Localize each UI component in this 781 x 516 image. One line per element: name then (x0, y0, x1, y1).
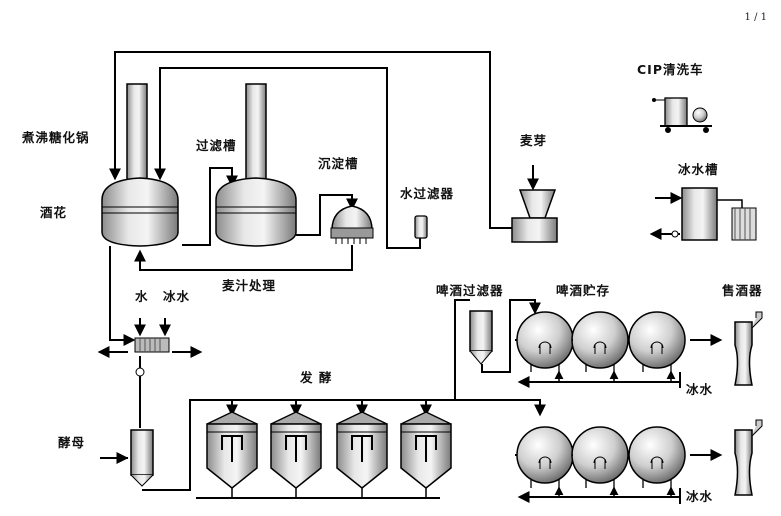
fermentation-label: 发 酵 (300, 370, 333, 385)
fermentation-tank (400, 411, 452, 498)
yeast-label: 酵母 (58, 435, 86, 450)
storage-sphere (571, 311, 629, 382)
storage-sphere (516, 426, 574, 498)
water-filter-label: 水过滤器 (400, 186, 455, 201)
malt-label: 麦芽 (520, 133, 548, 148)
fermentation-tank (206, 411, 258, 498)
wort-treatment-label: 麦汁处理 (222, 278, 277, 293)
plate-cooler (134, 337, 170, 377)
beer-filter-unit (469, 310, 493, 365)
ice-water-row1-label: 冰水 (686, 382, 714, 397)
storage-pipes (481, 299, 723, 504)
storage-sphere (516, 311, 574, 382)
boil-kettle-label: 煮沸糖化锅 (22, 130, 90, 145)
beer-dispenser-2 (734, 419, 763, 496)
yeast-tank (130, 429, 154, 487)
beer-sale-label: 售酒器 (722, 283, 763, 298)
fermentation-tanks (206, 411, 452, 498)
ice-water-top-label: 冰水 (163, 289, 191, 304)
lauter-tun-label: 过滤槽 (196, 138, 237, 153)
sediment-tank-vessel (330, 205, 374, 244)
lauter-tun-vessel (215, 83, 297, 247)
top-pipes (109, 51, 539, 271)
boil-kettle-vessel (101, 83, 179, 247)
fermentation-tank (270, 411, 322, 498)
malt-hopper (511, 189, 558, 243)
storage-sphere (628, 311, 686, 382)
cip-cart-label: CIP清洗车 (637, 62, 704, 77)
fermentation-pipes (142, 299, 546, 499)
beer-filter-label: 啤酒过滤器 (436, 283, 504, 298)
storage-sphere (628, 426, 686, 498)
fermentation-tank (336, 411, 388, 498)
page-indicator: 1 / 1 (744, 12, 767, 23)
water-filter-unit (414, 215, 428, 239)
sediment-tank-label: 沉淀槽 (318, 156, 359, 171)
storage-sphere (571, 426, 629, 498)
water-label: 水 (135, 289, 149, 304)
cip-cart-unit (652, 97, 712, 133)
hops-label: 酒花 (40, 205, 68, 220)
ice-water-row2-label: 冰水 (686, 489, 714, 504)
ice-water-tank-label: 冰水槽 (678, 162, 719, 177)
beer-storage-label: 啤酒贮存 (556, 283, 611, 298)
beer-dispenser-1 (734, 311, 763, 386)
ice-water-tank-unit (649, 187, 757, 241)
storage-spheres (515, 311, 686, 498)
